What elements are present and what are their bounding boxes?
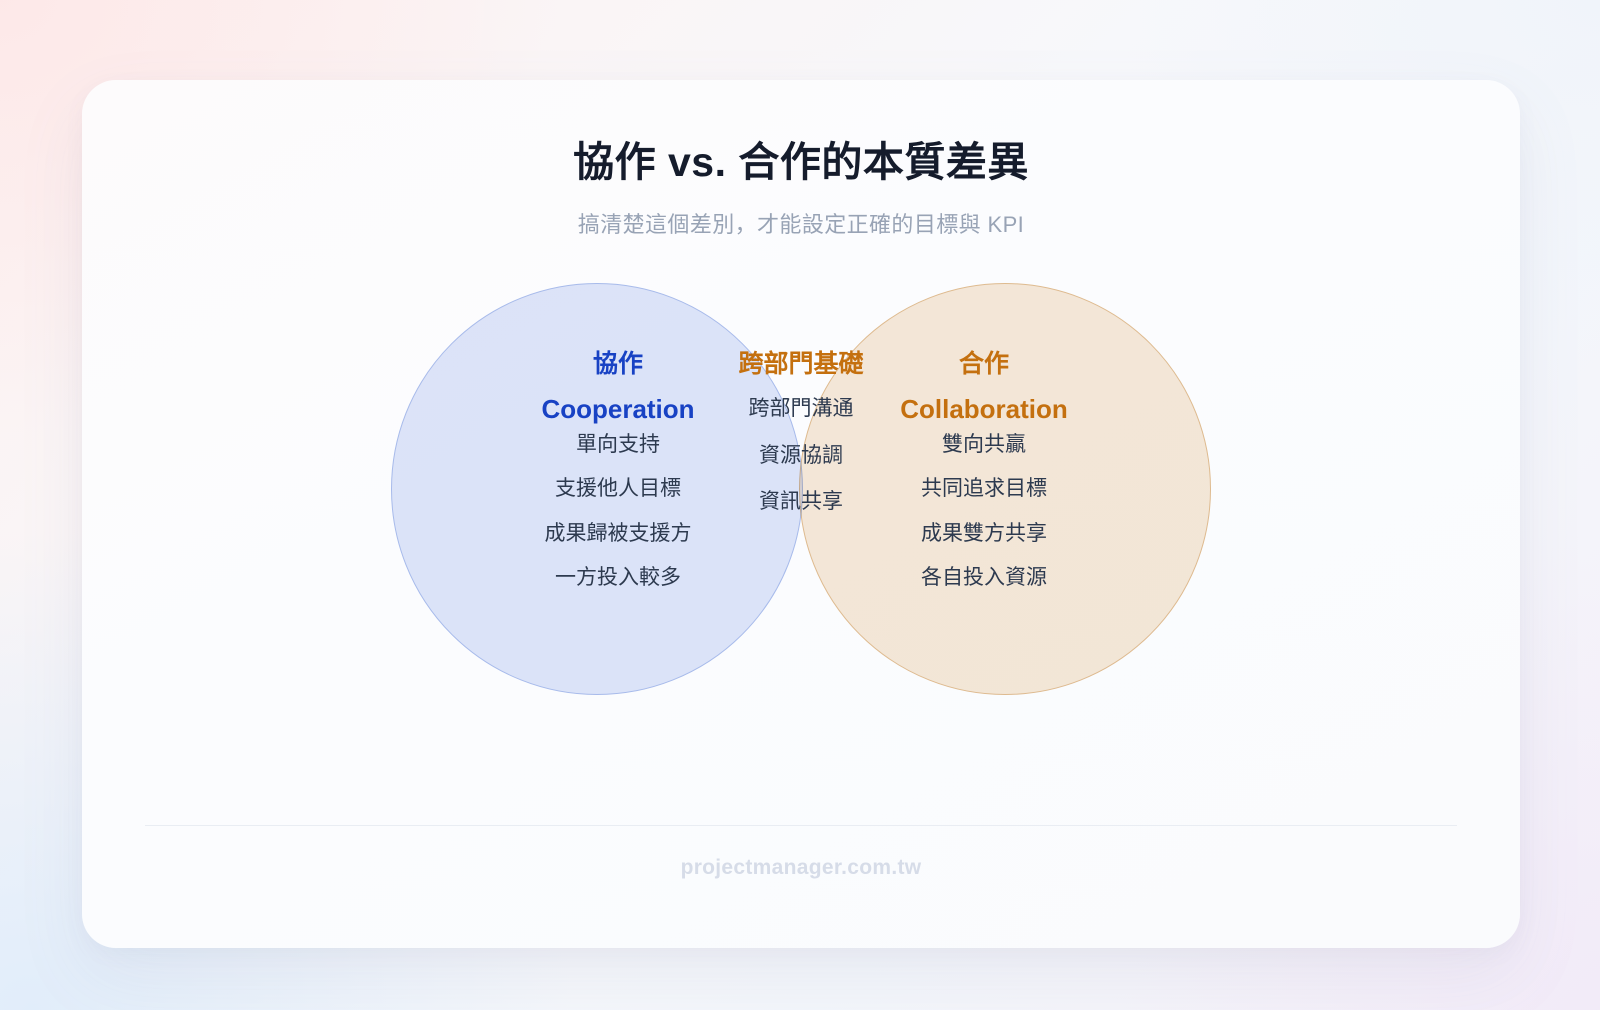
venn-diagram: 協作 Cooperation 單向支持 支援他人目標 成果歸被支援方 一方投入較…	[82, 283, 1520, 713]
footer-divider	[145, 825, 1457, 826]
footer-site: projectmanager.com.tw	[680, 856, 922, 879]
venn-circle-cooperation	[391, 283, 803, 695]
card-header: 協作 vs. 合作的本質差異 搞清楚這個差別，才能設定正確的目標與 KPI	[82, 138, 1520, 239]
venn-circle-collaboration	[799, 283, 1211, 695]
venn-canvas: 協作 Cooperation 單向支持 支援他人目標 成果歸被支援方 一方投入較…	[391, 283, 1211, 695]
page-title: 協作 vs. 合作的本質差異	[573, 139, 1029, 185]
page-subtitle: 搞清楚這個差別，才能設定正確的目標與 KPI	[577, 212, 1025, 238]
content-card: 協作 vs. 合作的本質差異 搞清楚這個差別，才能設定正確的目標與 KPI 協作…	[82, 80, 1520, 948]
